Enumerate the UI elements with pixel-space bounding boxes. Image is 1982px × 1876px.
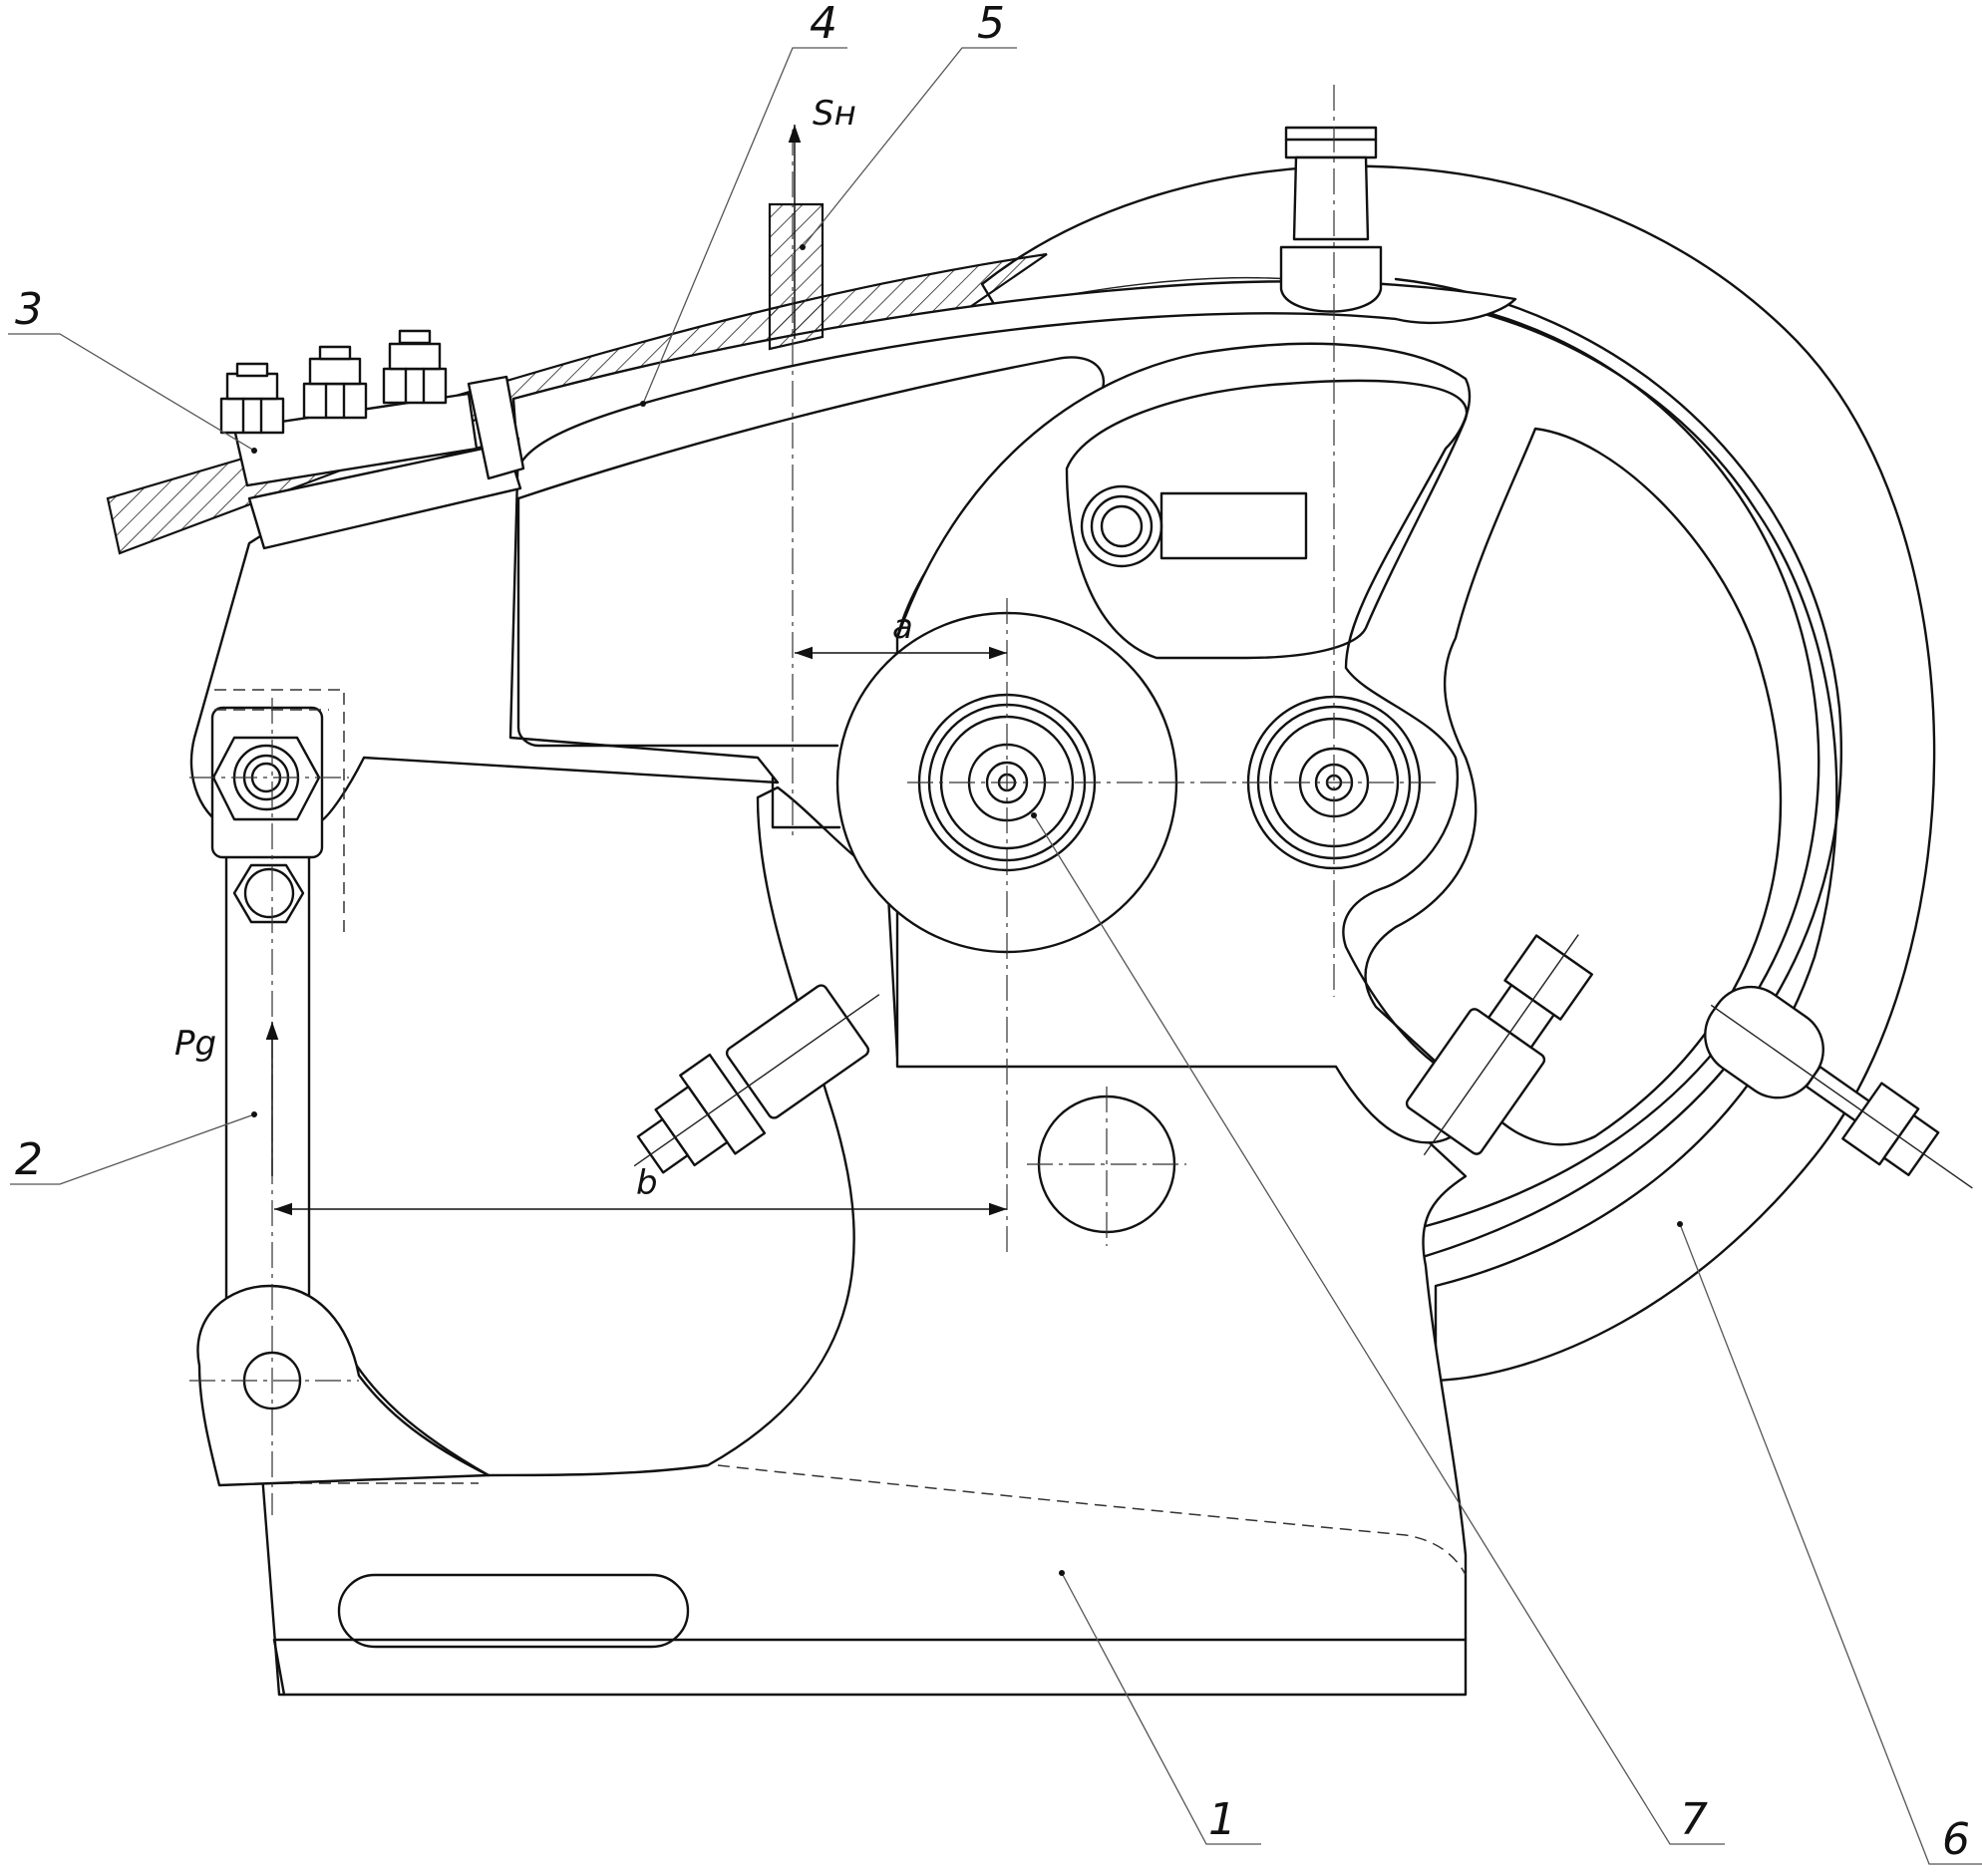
dim-b-label: b	[636, 1163, 658, 1203]
part-label-4: 4	[810, 0, 837, 49]
part-label-7: 7	[1680, 1794, 1708, 1845]
adjust-screw-left	[633, 984, 880, 1174]
adjust-screw-middle	[1405, 934, 1593, 1156]
top-pin	[1279, 126, 1383, 313]
force-pg-label: Pg	[174, 1024, 216, 1064]
clamp	[219, 329, 525, 550]
part-label-3: 3	[15, 284, 43, 335]
part-labels: 1 2 3 4 5 6 7	[8, 0, 1982, 1865]
bolt-1	[219, 362, 285, 435]
part-label-1: 1	[1208, 1794, 1236, 1845]
force-sn: Sн	[788, 94, 856, 339]
bolt-2	[302, 345, 368, 420]
main-frame	[189, 356, 1468, 1697]
dim-a-label: a	[892, 607, 913, 647]
bolt-3	[382, 329, 448, 405]
knife	[768, 202, 841, 829]
adjust-screw-right	[1704, 985, 1973, 1189]
dimension-a: a	[795, 607, 1007, 660]
part-label-2: 2	[15, 1134, 43, 1185]
force-pg: Pg	[174, 1022, 279, 1176]
link-rod	[196, 689, 491, 1487]
force-sn-label: Sн	[813, 94, 856, 134]
dimension-b: b	[274, 1163, 1007, 1216]
center-lines	[189, 85, 1436, 1515]
part-label-5: 5	[977, 0, 1005, 49]
part-label-6: 6	[1942, 1814, 1970, 1865]
